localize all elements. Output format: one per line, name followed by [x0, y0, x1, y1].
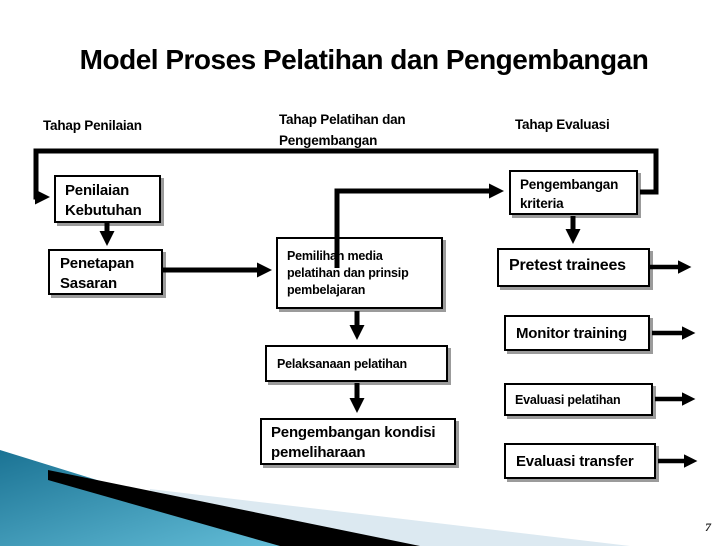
box-text: Monitor training — [516, 325, 627, 342]
box-text: Evaluasi pelatihan — [515, 393, 621, 407]
box-evaluasi-pelatihan: Evaluasi pelatihan — [504, 383, 653, 416]
box-text: kriteria — [520, 196, 564, 211]
box-text: Penilaian — [65, 182, 130, 199]
column-header-pelatihan-line2: Pengembangan — [279, 133, 378, 148]
slide-title: Model Proses Pelatihan dan Pengembangan — [79, 44, 649, 75]
box-pengembangan-kondisi: Pengembangan kondisi pemeliharaan — [260, 418, 456, 465]
box-text: Pemilihan media — [287, 249, 383, 263]
pale-blue-wedge — [150, 489, 630, 546]
box-text: Kebutuhan — [65, 202, 142, 219]
box-text: Pretest trainees — [509, 257, 626, 274]
column-header-pelatihan: Tahap Pelatihan dan Pengembangan — [279, 109, 406, 151]
black-stripe — [48, 470, 420, 546]
box-pengembangan-kriteria: Pengembangan kriteria — [509, 170, 638, 215]
column-header-evaluasi: Tahap Evaluasi — [515, 117, 610, 132]
column-header-penilaian: Tahap Penilaian — [43, 118, 142, 133]
box-text: pemeliharaan — [271, 444, 366, 461]
page-number: 7 — [705, 520, 711, 534]
box-monitor-training: Monitor training — [504, 315, 650, 351]
box-text: Pengembangan — [520, 177, 619, 192]
box-evaluasi-transfer: Evaluasi transfer — [504, 443, 656, 479]
box-text: pembelajaran — [287, 283, 366, 297]
box-pretest-trainees: Pretest trainees — [497, 248, 650, 287]
box-penilaian-kebutuhan: Penilaian Kebutuhan — [54, 175, 161, 223]
box-pelaksanaan-pelatihan: Pelaksanaan pelatihan — [265, 345, 448, 382]
column-header-pelatihan-line1: Tahap Pelatihan dan — [279, 112, 406, 127]
box-text: Sasaran — [60, 275, 117, 292]
box-text: Pelaksanaan pelatihan — [277, 357, 407, 371]
box-text: Penetapan — [60, 255, 135, 272]
box-pemilihan-media: Pemilihan media pelatihan dan prinsip pe… — [276, 237, 443, 309]
box-penetapan-sasaran: Penetapan Sasaran — [48, 249, 163, 295]
box-text: pelatihan dan prinsip — [287, 266, 409, 280]
box-text: Evaluasi transfer — [516, 453, 634, 470]
box-text: Pengembangan kondisi — [271, 424, 436, 441]
